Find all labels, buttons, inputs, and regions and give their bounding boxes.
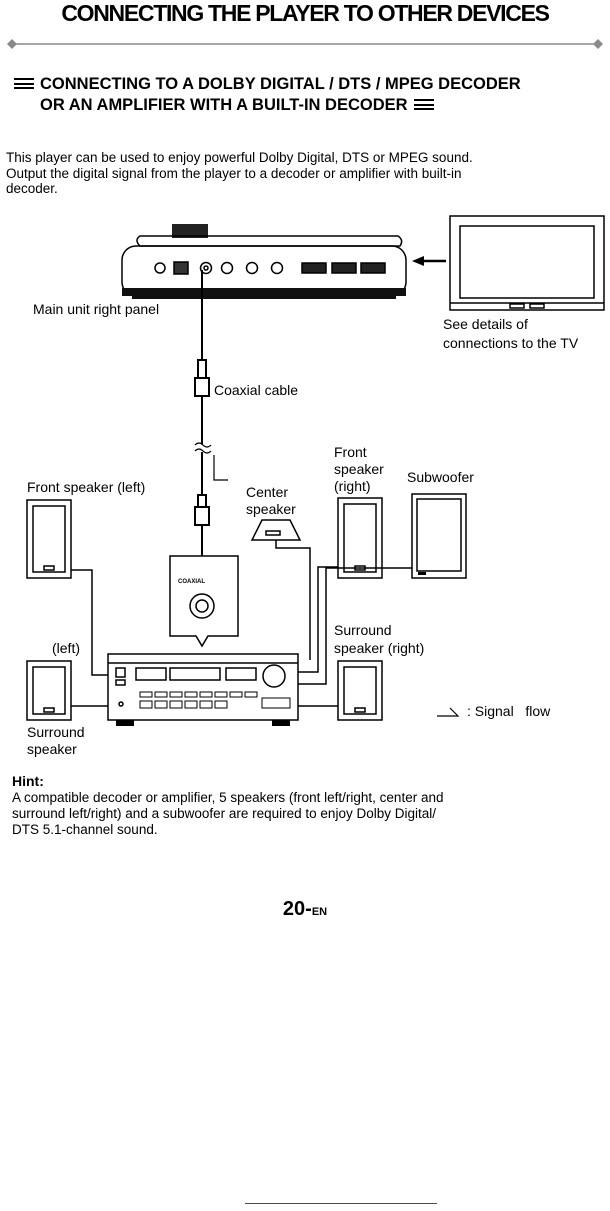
diamond-right-icon: [593, 39, 603, 49]
signal-flow-arrow-icon: [213, 455, 228, 481]
subwoofer-label: Subwoofer: [407, 469, 474, 485]
front-right-speaker-label-line3: (right): [334, 478, 371, 494]
front-left-speaker-label: Front speaker (left): [27, 479, 146, 495]
surround-left-speaker-label-line1: Surround: [27, 724, 85, 740]
hint-heading: Hint:: [12, 773, 44, 789]
intro-line1: This player can be used to enjoy powerfu…: [6, 150, 473, 165]
section-title-line2: OR AN AMPLIFIER WITH A BUILT-IN DECODER: [40, 96, 408, 114]
front-left-speaker-illustration: [26, 499, 72, 579]
footer-link-underline[interactable]: [245, 1203, 437, 1204]
menu-lines-icon: [14, 78, 34, 90]
page-header-title: CONNECTING THE PLAYER TO OTHER DEVICES: [61, 0, 550, 26]
main-unit-label: Main unit right panel: [33, 301, 160, 317]
center-speaker-label-line1: Center: [246, 484, 289, 500]
surround-right-speaker-label-line2: speaker (right): [334, 640, 425, 656]
subwoofer-illustration: [411, 493, 467, 579]
surround-left-top-label: (left): [52, 640, 80, 656]
menu-lines-icon: [413, 99, 434, 111]
amplifier-illustration: [107, 653, 299, 726]
center-speaker-illustration: [250, 519, 302, 541]
hint-line1: A compatible decoder or amplifier, 5 spe…: [12, 790, 444, 805]
signal-flow-label: : Signal flow: [467, 703, 551, 719]
signal-flow-legend-icon: [437, 707, 460, 717]
surround-left-speaker-illustration: [26, 660, 72, 721]
surround-left-speaker-label-line2: speaker: [27, 741, 77, 757]
coaxial-cable-label: Coaxial cable: [214, 382, 299, 398]
intro-line2: Output the digital signal from the playe…: [6, 165, 462, 181]
center-speaker-label-line2: speaker: [246, 501, 296, 517]
hint-line3: DTS 5.1-channel sound.: [12, 822, 158, 837]
coaxial-jack-label: COAXIAL: [178, 579, 205, 585]
coaxial-jack-callout: [169, 555, 239, 648]
player-unit-illustration: [121, 224, 407, 299]
page-number: 20-EN: [0, 898, 610, 921]
front-right-speaker-label-line1: Front: [334, 444, 367, 460]
hint-line2: surround left/right) and a subwoofer are…: [12, 806, 436, 821]
tv-illustration: [449, 215, 605, 311]
intro-line3: decoder.: [6, 181, 58, 196]
hint-block: Hint: A compatible decoder or amplifier,…: [12, 773, 572, 838]
tv-label-line1: See details of: [443, 316, 528, 332]
section-title: CONNECTING TO A DOLBY DIGITAL / DTS / MP…: [14, 74, 521, 116]
surround-right-speaker-illustration: [337, 660, 383, 721]
header-divider: [7, 39, 603, 49]
connection-diagram: COAXIAL: [26, 215, 605, 726]
front-right-speaker-illustration: [337, 497, 383, 579]
coaxial-cable-illustration: [194, 270, 212, 562]
page-number-suffix: EN: [311, 906, 328, 918]
tv-label-line2: connections to the TV: [443, 335, 579, 351]
surround-right-speaker-label-line1: Surround: [334, 622, 392, 638]
tv-arrow-icon: [412, 256, 446, 266]
section-title-line1: CONNECTING TO A DOLBY DIGITAL / DTS / MP…: [40, 75, 521, 93]
intro-paragraph: This player can be used to enjoy powerfu…: [6, 150, 586, 197]
diamond-left-icon: [7, 39, 17, 49]
speaker-wires: [71, 540, 412, 707]
page-number-value: 20-: [282, 898, 312, 920]
front-right-speaker-label-line2: speaker: [334, 461, 384, 477]
